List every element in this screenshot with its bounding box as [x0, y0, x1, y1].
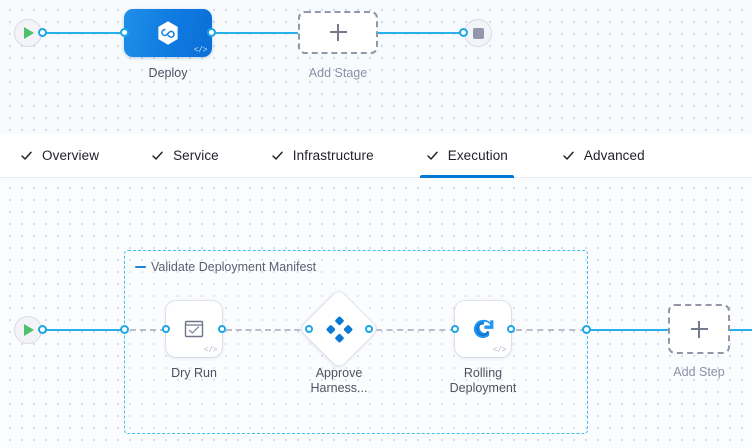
pipeline-start-circle[interactable]: [14, 19, 42, 47]
tab-execution[interactable]: Execution: [419, 134, 515, 178]
check-icon: [152, 151, 163, 160]
play-icon: [24, 27, 34, 39]
check-icon: [21, 151, 32, 160]
connector-dryrun-to-approve: [226, 329, 310, 331]
add-stage-label: Add Stage: [308, 66, 368, 80]
tab-infrastructure[interactable]: Infrastructure: [265, 134, 380, 178]
step-group-header[interactable]: Validate Deployment Manifest: [135, 260, 316, 274]
stage-canvas[interactable]: </> Deploy Add Stage: [0, 0, 752, 134]
stage-tab-bar: Overview Service Infrastructure Executio…: [0, 134, 752, 178]
tab-execution-label: Execution: [447, 148, 508, 163]
step-dry-run-input-port[interactable]: [162, 325, 170, 333]
tab-advanced-label: Advanced: [583, 148, 645, 163]
step-rolling-output-port[interactable]: [507, 325, 515, 333]
step-approve-output-port[interactable]: [365, 325, 373, 333]
rolling-deployment-icon: [473, 319, 494, 339]
group-output-port[interactable]: [582, 325, 591, 334]
connector-addstage-to-end: [378, 32, 470, 34]
tab-overview[interactable]: Overview: [14, 134, 105, 178]
check-icon: [563, 151, 574, 160]
step-group-label: Validate Deployment Manifest: [151, 260, 317, 274]
tab-service[interactable]: Service: [145, 134, 225, 178]
end-input-port[interactable]: [459, 28, 468, 37]
add-step-node[interactable]: Add Step: [668, 304, 730, 379]
step-dry-run-code-badge[interactable]: </>: [203, 346, 218, 355]
stage-code-badge[interactable]: </>: [193, 46, 208, 55]
harness-hexagon-icon: [158, 21, 178, 45]
harness-diamond-icon: [326, 316, 352, 342]
connector-addstep-to-next: [730, 329, 752, 331]
checked-box-icon: [184, 320, 204, 338]
step-node-approve-harness[interactable]: Approve Harness...: [299, 289, 379, 395]
deploy-output-port[interactable]: [207, 28, 216, 37]
start-output-port[interactable]: [38, 28, 47, 37]
stage-deploy-label: Deploy: [148, 66, 188, 80]
add-stage-node[interactable]: Add Stage: [298, 11, 378, 80]
stage-node-deploy[interactable]: </> Deploy: [120, 9, 216, 80]
step-approve-label: Approve Harness...: [310, 366, 368, 395]
connector-group-in-to-dryrun: [130, 329, 166, 331]
step-rolling-label: Rolling Deployment: [449, 366, 517, 395]
diamond-icon-slot: [311, 301, 367, 357]
step-dry-run-label: Dry Run: [171, 366, 217, 380]
step-node-dry-run[interactable]: </> Dry Run: [162, 301, 226, 380]
step-dry-run-output-port[interactable]: [218, 325, 226, 333]
step-approve-harness-diamond[interactable]: [299, 289, 379, 369]
check-icon: [272, 151, 283, 160]
plus-icon: [690, 320, 708, 338]
connector-start-to-deploy: [38, 32, 126, 34]
connector-start-to-group: [38, 329, 126, 331]
add-step-button[interactable]: [668, 304, 730, 354]
tab-advanced[interactable]: Advanced: [556, 134, 651, 178]
execution-start-circle[interactable]: [14, 316, 42, 344]
plus-icon: [329, 24, 347, 41]
group-input-port[interactable]: [120, 325, 129, 334]
stage-deploy-box[interactable]: </>: [124, 9, 212, 57]
pipeline-end-circle[interactable]: [464, 19, 492, 47]
step-rolling-code-badge[interactable]: </>: [492, 346, 507, 355]
tab-infrastructure-label: Infrastructure: [292, 148, 374, 163]
pipeline-start-node[interactable]: [14, 19, 47, 47]
connector-rolling-to-group-out: [516, 329, 586, 331]
tab-service-label: Service: [173, 148, 219, 163]
tab-overview-label: Overview: [42, 148, 100, 163]
play-icon: [24, 324, 34, 336]
add-step-label: Add Step: [673, 365, 725, 379]
deploy-input-port[interactable]: [120, 28, 129, 37]
connector-approve-to-rolling: [376, 329, 456, 331]
execution-start-output-port[interactable]: [38, 325, 47, 334]
stop-icon: [472, 27, 484, 39]
step-rolling-deployment-card[interactable]: </>: [455, 301, 511, 357]
check-icon: [427, 151, 438, 160]
add-stage-button[interactable]: [298, 11, 378, 54]
pipeline-end-node[interactable]: [459, 19, 492, 47]
execution-canvas[interactable]: Validate Deployment Manifest: [0, 178, 752, 448]
connector-deploy-to-addstage: [212, 32, 298, 34]
step-rolling-input-port[interactable]: [451, 325, 459, 333]
step-dry-run-card[interactable]: </>: [166, 301, 222, 357]
step-approve-input-port[interactable]: [305, 325, 313, 333]
connector-group-to-addstep: [588, 329, 668, 331]
minus-icon[interactable]: [135, 266, 146, 268]
step-node-rolling-deployment[interactable]: </> Rolling Deployment: [450, 301, 516, 395]
execution-start-node[interactable]: [14, 316, 47, 344]
